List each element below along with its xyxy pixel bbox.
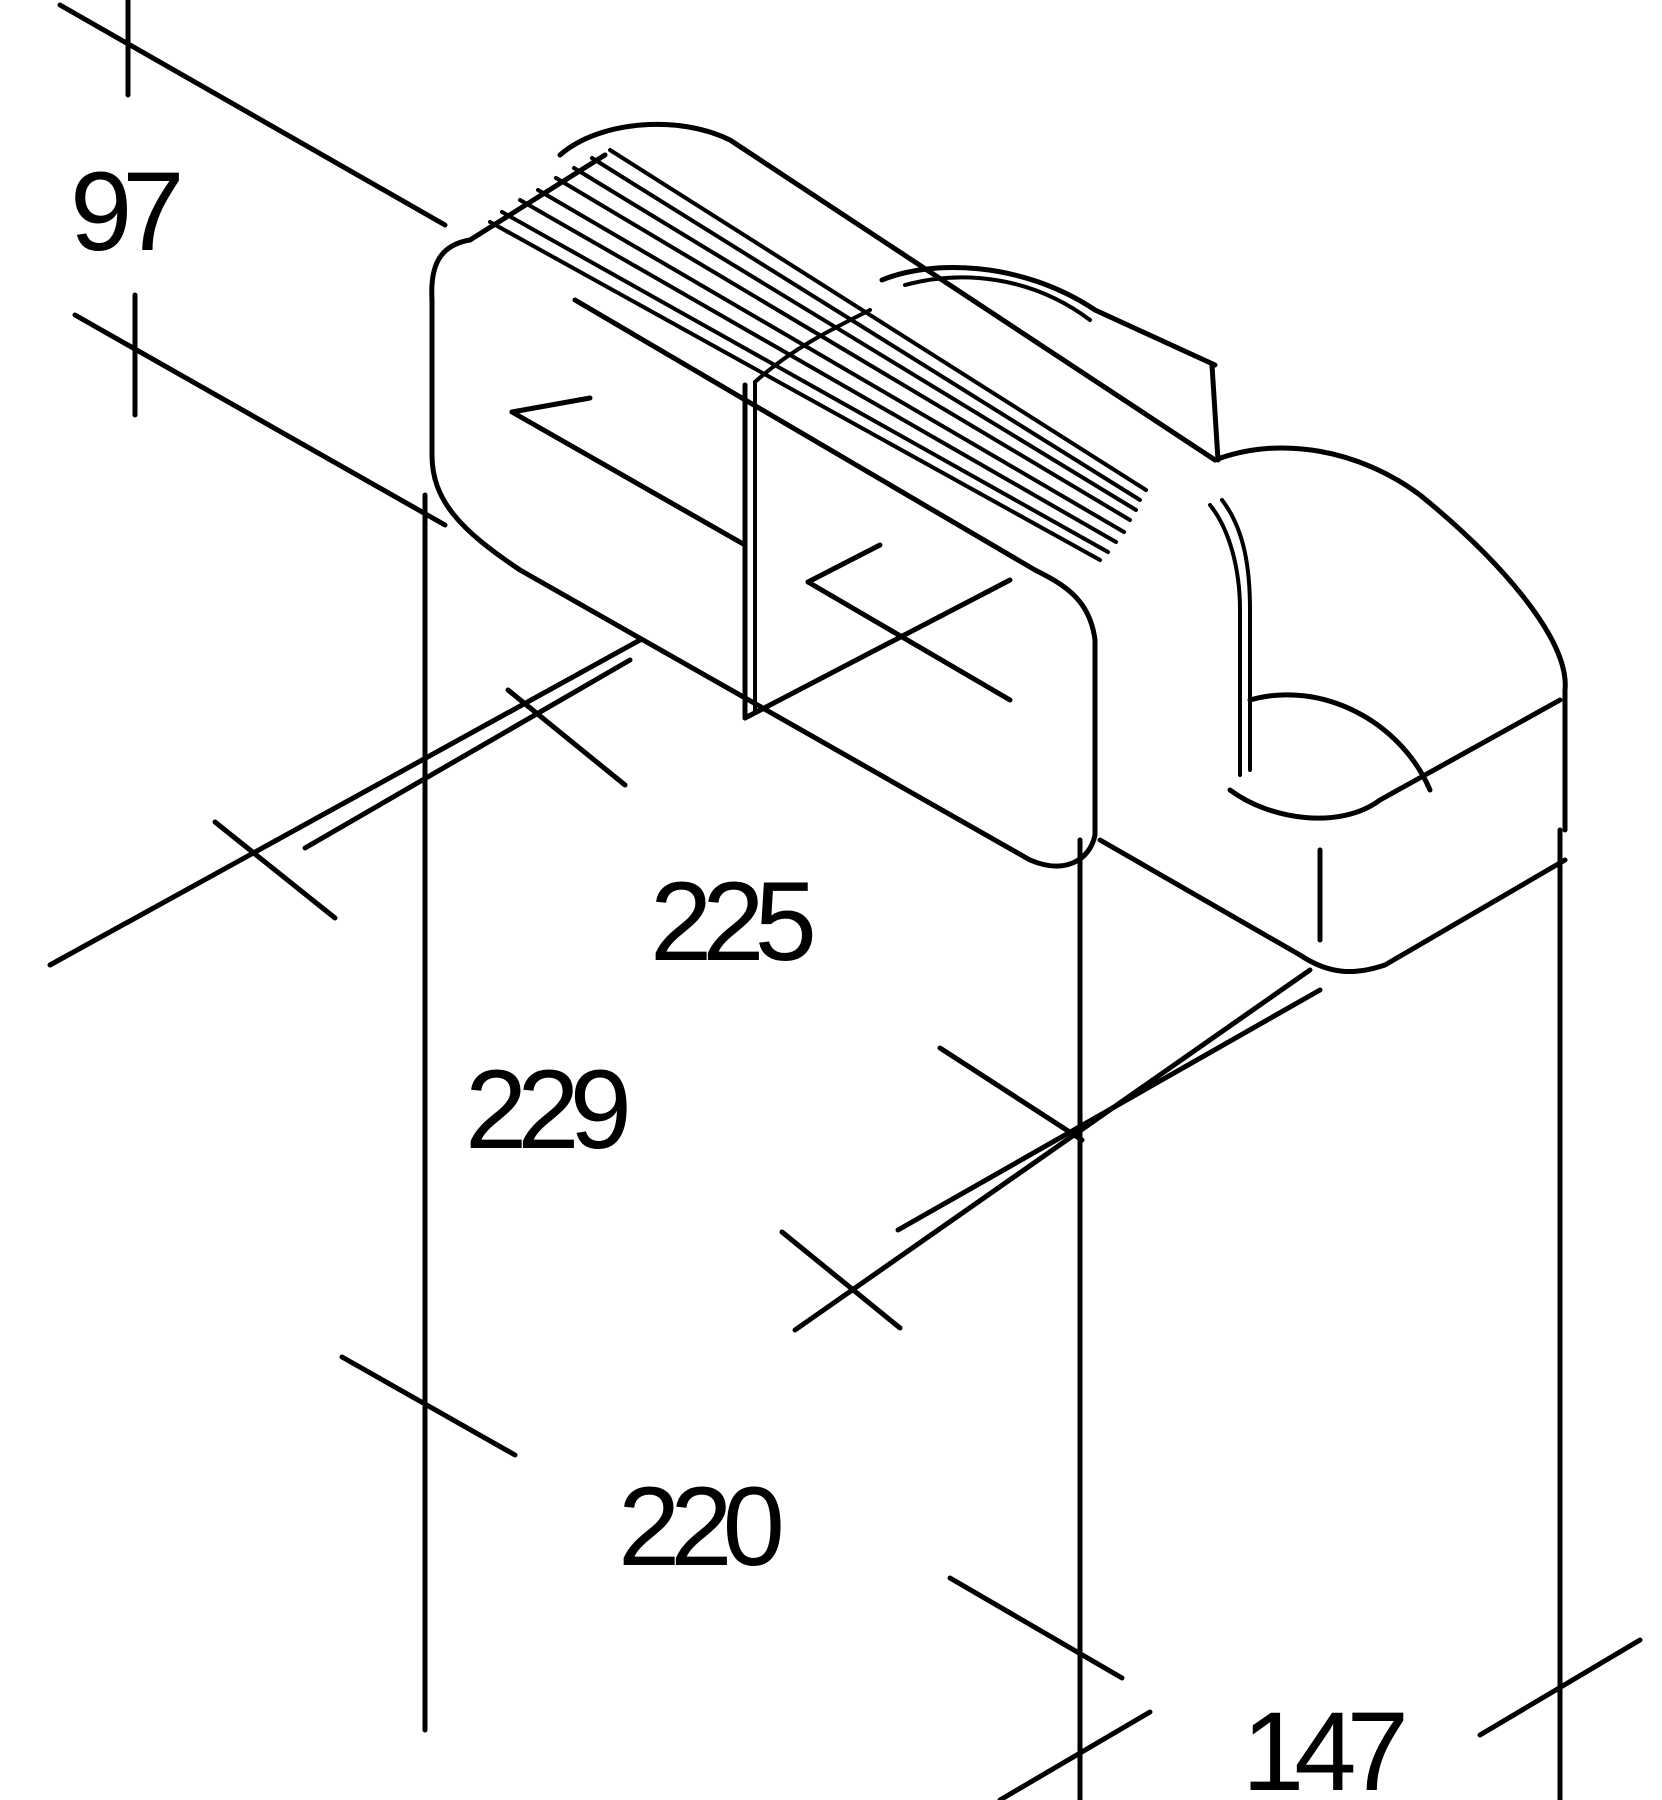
duct-ribs: [488, 148, 1252, 777]
duct-rear-body: [557, 121, 1568, 833]
dimension-label-147: 147: [1242, 1689, 1404, 1800]
dimension-label-220: 220: [618, 1464, 781, 1589]
dimension-label-225: 225: [650, 859, 813, 984]
duct-side-bottom: [1097, 692, 1568, 975]
dimension-label-229: 229: [465, 1047, 627, 1172]
dimension-lines: [47, 0, 1643, 1800]
duct-front-face: [429, 152, 1098, 869]
dimension-label-97: 97: [70, 149, 179, 274]
